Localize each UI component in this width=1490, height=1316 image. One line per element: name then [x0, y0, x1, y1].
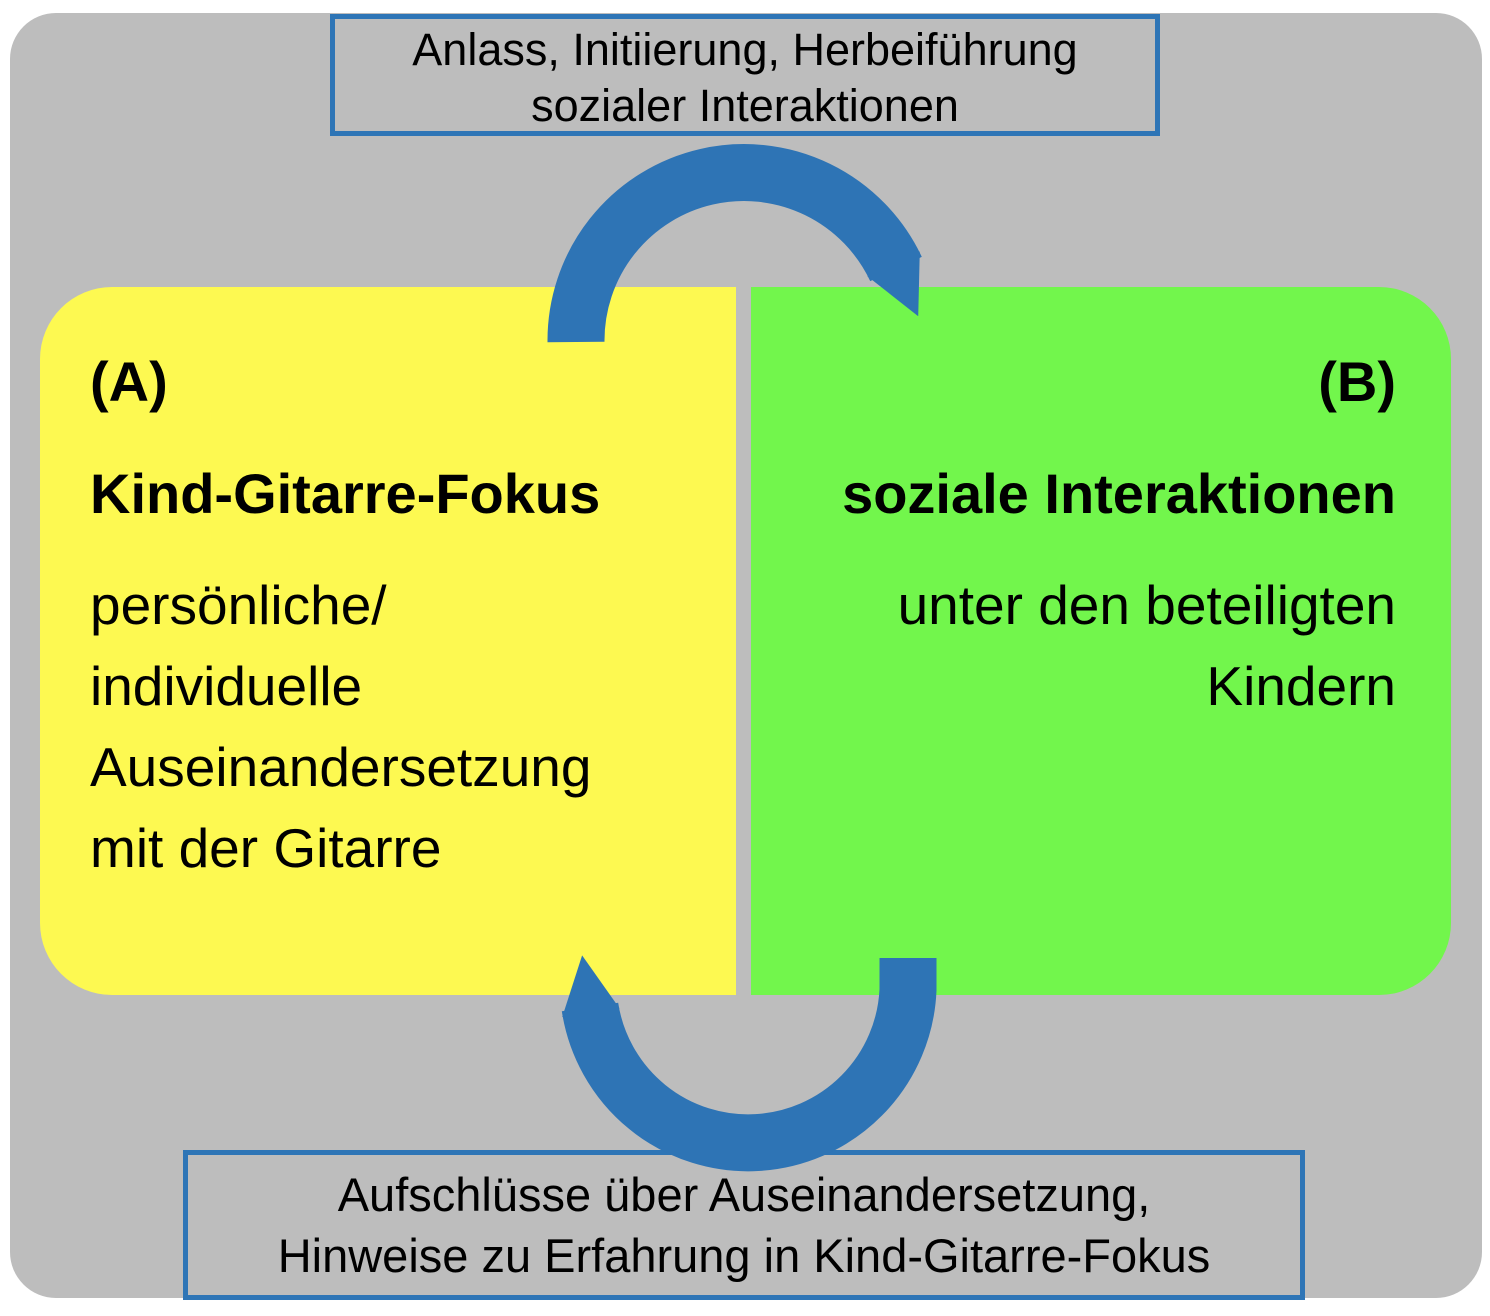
box-a-tag: (A) — [90, 350, 168, 413]
bottom-process-label: Aufschlüsse über Auseinandersetzung, Hin… — [183, 1150, 1305, 1300]
box-b-body: unter den beteiligten Kindern — [898, 565, 1396, 727]
box-b-body-line-2: Kindern — [1206, 655, 1396, 717]
bottom-label-line-2: Hinweise zu Erfahrung in Kind-Gitarre-Fo… — [277, 1229, 1211, 1282]
box-a-title: Kind-Gitarre-Fokus — [90, 462, 601, 525]
box-a-body: persönliche/ individuelle Auseinanderset… — [90, 565, 591, 889]
box-b-tag: (B) — [1318, 350, 1396, 413]
box-a-body-line-4: mit der Gitarre — [90, 817, 442, 879]
box-b-soziale-interaktionen: (B) soziale Interaktionen unter den bete… — [751, 287, 1451, 995]
box-a-body-line-1: persönliche/ — [90, 574, 387, 636]
bottom-label-line-1: Aufschlüsse über Auseinandersetzung, — [337, 1168, 1151, 1221]
box-a-kind-gitarre-fokus: (A) Kind-Gitarre-Fokus persönliche/ indi… — [40, 287, 736, 995]
top-label-line-2: sozialer Interaktionen — [531, 80, 959, 131]
box-b-body-line-1: unter den beteiligten — [897, 574, 1396, 636]
box-a-body-line-3: Auseinandersetzung — [90, 736, 592, 798]
box-b-title: soziale Interaktionen — [842, 462, 1396, 525]
box-a-body-line-2: individuelle — [90, 655, 363, 717]
top-label-line-1: Anlass, Initiierung, Herbeiführung — [412, 24, 1078, 75]
top-process-label: Anlass, Initiierung, Herbeiführung sozia… — [330, 14, 1160, 136]
